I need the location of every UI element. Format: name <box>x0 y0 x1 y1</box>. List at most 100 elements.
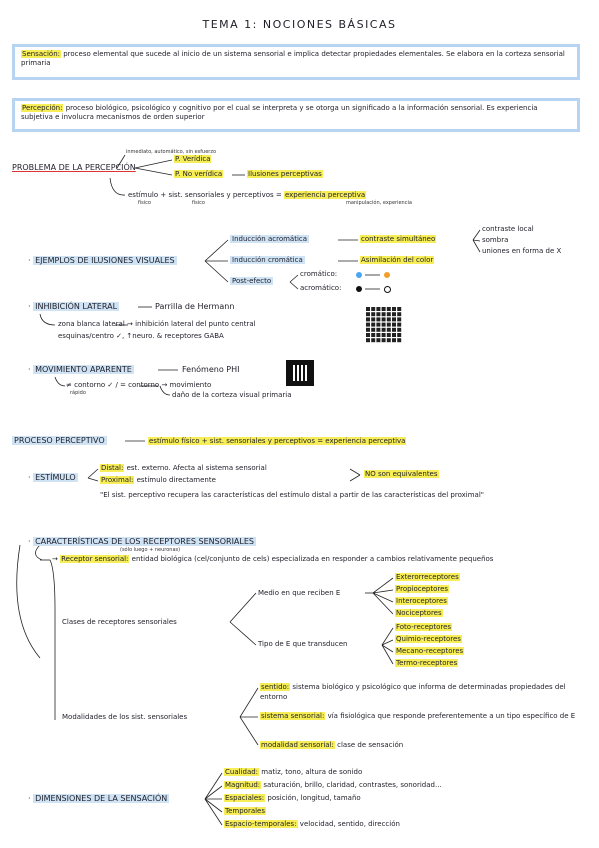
contraste-simultaneo: contraste simultáneo <box>360 235 437 243</box>
interoceptores: Interoceptores <box>395 597 448 605</box>
hermann-square <box>366 312 370 317</box>
estimulo-heading: · ESTÍMULO <box>28 473 78 482</box>
exterorreceptores: Exterorreceptores <box>395 573 460 581</box>
hermann-square <box>366 317 370 322</box>
problema-note: inmediato, automático, sin esfuerzo <box>126 149 217 155</box>
hermann-square <box>392 338 396 343</box>
percepcion-box: Percepción: proceso biológico, psicológi… <box>12 98 580 132</box>
hermann-square <box>376 333 381 337</box>
termoreceptores: Termo-receptores <box>395 659 459 667</box>
hermann-square <box>392 307 396 311</box>
contraste-sombra: sombra <box>482 236 509 244</box>
dim-espaciales: Espaciales: posición, longitud, tamaño <box>224 794 361 802</box>
nociceptores: Nociceptores <box>395 609 443 617</box>
phi-bars-icon <box>286 360 314 386</box>
medio-reciben: Medio en que reciben E <box>258 589 341 597</box>
hermann-square <box>366 322 370 327</box>
hermann-square <box>381 322 386 327</box>
hermann-square <box>376 312 381 317</box>
percepcion-text: proceso biológico, psicológico y cogniti… <box>21 104 538 122</box>
blue-dot-icon <box>356 272 362 278</box>
formula-sub-a: físico <box>138 200 151 206</box>
hermann-square <box>366 338 370 343</box>
orange-dot-icon <box>384 272 390 278</box>
ilusiones-perceptivas: Ilusiones perceptivas <box>247 170 323 178</box>
percepcion-term: Percepción: <box>21 104 64 112</box>
formula-sub-b: físico <box>192 200 205 206</box>
movimiento-line2: daño de la corteza visual primaria <box>172 391 292 399</box>
hermann-square <box>371 338 376 343</box>
hermann-square <box>386 338 391 343</box>
mecanoreceptores: Mecano-receptores <box>395 647 465 655</box>
inhibicion-heading: · INHIBICIÓN LATERAL <box>28 302 120 311</box>
inhibicion-line2: esquinas/centro ✓, ↑neuro. & receptores … <box>58 332 224 340</box>
formula-experiencia: experiencia perceptiva <box>283 191 367 199</box>
hermann-square <box>386 333 391 337</box>
hermann-square <box>366 327 370 332</box>
sensacion-box: Sensación: proceso elemental que sucede … <box>12 44 580 80</box>
hermann-square <box>371 312 376 317</box>
hermann-square <box>371 317 376 322</box>
parrilla-hermann: Parrilla de Hermann <box>155 302 235 311</box>
hermann-square <box>381 327 386 332</box>
hermann-square <box>371 307 376 311</box>
hermann-grid-icon <box>366 307 402 343</box>
modalidades: Modalidades de los sist. sensoriales <box>62 713 188 721</box>
hermann-square <box>386 317 391 322</box>
hermann-square <box>371 322 376 327</box>
hermann-square <box>366 333 370 337</box>
hermann-square <box>392 322 396 327</box>
estimulo-quote: "El sist. perceptivo recupera las caract… <box>100 491 484 499</box>
sensacion-term: Sensación: <box>21 50 61 58</box>
sentido-def: sentido: sistema biológico y psicológico… <box>260 683 566 701</box>
dim-temporales: Temporales <box>224 807 267 815</box>
hermann-square <box>386 327 391 332</box>
contraste-local: contraste local <box>482 225 534 233</box>
proximal-line: Proximal: estímulo directamente <box>100 476 216 484</box>
receptor-def: → Receptor sensorial: entidad biológica … <box>52 555 494 563</box>
dimensiones-heading: · DIMENSIONES DE LA SENSACIÓN <box>28 794 170 803</box>
hermann-square <box>381 307 386 311</box>
hermann-square <box>397 312 402 317</box>
formula-sistemas: + sist. sensoriales y perceptivos = <box>160 191 282 199</box>
ilusiones-heading: · EJEMPLOS DE ILUSIONES VISUALES <box>28 256 177 265</box>
hermann-square <box>376 338 381 343</box>
hermann-square <box>381 338 386 343</box>
problema-heading: PROBLEMA DE LA PERCEPCIÓN <box>12 163 136 172</box>
sistema-def: sistema sensorial: vía fisiológica que r… <box>260 712 576 720</box>
induccion-cromatica: Inducción cromática <box>230 256 305 264</box>
movimiento-heading: · MOVIMIENTO APARENTE <box>28 365 134 374</box>
dim-espacio-temporales: Espacio-temporales: velocidad, sentido, … <box>224 820 400 828</box>
tipo-transducen: Tipo de E que transducen <box>258 640 348 648</box>
hermann-square <box>371 327 376 332</box>
hermann-square <box>386 322 391 327</box>
hermann-square <box>381 312 386 317</box>
hermann-square <box>366 307 370 311</box>
hermann-square <box>376 307 381 311</box>
proceso-text: estímulo físico + sist. sensoriales y pe… <box>148 437 407 445</box>
post-efecto: Post-efecto <box>230 277 274 285</box>
problema-formula: estímulo + sist. sensoriales y perceptiv… <box>128 191 367 200</box>
hermann-square <box>392 312 396 317</box>
hermann-square <box>386 307 391 311</box>
modalidad-def: modalidad sensorial: clase de sensación <box>260 741 404 749</box>
hermann-square <box>397 307 402 311</box>
hermann-square <box>381 333 386 337</box>
hermann-square <box>392 327 396 332</box>
white-dot-icon <box>384 286 391 293</box>
hermann-square <box>376 327 381 332</box>
formula-estimulo: estímulo <box>128 191 159 199</box>
hermann-square <box>371 333 376 337</box>
page-title: TEMA 1: NOCIONES BÁSICAS <box>202 18 397 31</box>
distal-line: Distal: est. externo. Afecta al sistema … <box>100 464 267 472</box>
hermann-square <box>397 327 402 332</box>
hermann-square <box>381 317 386 322</box>
induccion-acromatica: Inducción acromática <box>230 235 310 243</box>
p-no-veridica: P. No verídica <box>174 170 224 178</box>
hermann-square <box>392 317 396 322</box>
movimiento-line1-sub: rápido <box>70 390 86 396</box>
hermann-square <box>397 333 402 337</box>
hermann-square <box>386 312 391 317</box>
hermann-square <box>392 333 396 337</box>
hermann-square <box>376 322 381 327</box>
